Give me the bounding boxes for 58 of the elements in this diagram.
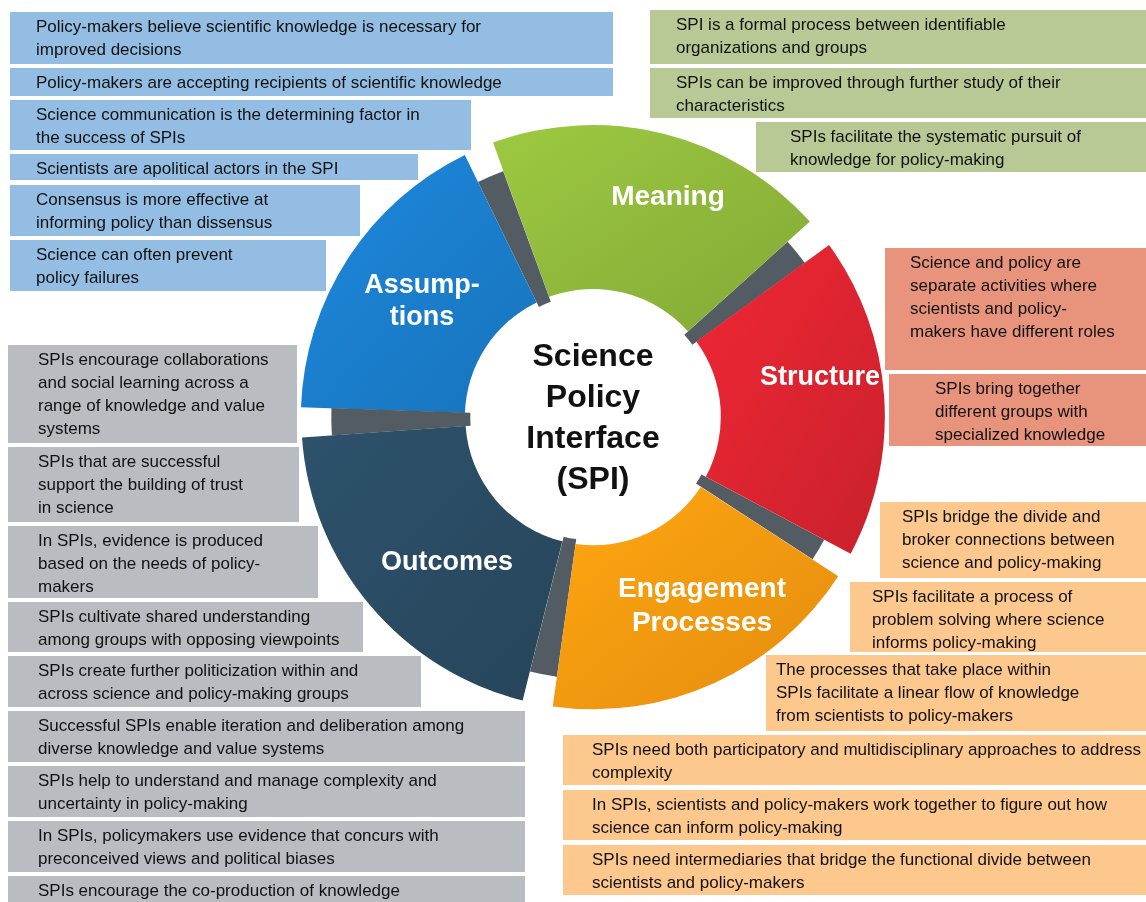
statement-text: In SPIs, evidence is produced based on the needs of policy-makers xyxy=(38,530,264,598)
statement-panel xyxy=(10,12,613,64)
statement-text: Science and policy are separate activities where scientists and policy-makers have different roles xyxy=(910,252,1116,343)
statement-text: SPI is a formal process between identifiable organizations and groups xyxy=(676,14,1007,59)
statement-panel xyxy=(766,655,1146,731)
statement-text: SPIs encourage the co-production of knowledge xyxy=(38,880,401,902)
statement-panel xyxy=(8,526,319,598)
statement-text: Policy-makers are accepting recipients of scientific knowledge xyxy=(36,72,503,94)
hub-title: Science Policy Interface (SPI) xyxy=(525,336,661,498)
statement-text: Scientists are apolitical actors in the SPI xyxy=(36,158,340,180)
statement-text: Science can often prevent policy failures xyxy=(36,244,234,289)
statement-text: Consensus is more effective at informing policy than dissensus xyxy=(36,189,274,234)
statement-panel xyxy=(8,821,525,872)
statement-text: In SPIs, policymakers use evidence that concurs with preconceived views and political biases xyxy=(38,825,440,870)
statement-panel xyxy=(8,447,299,522)
statement-panel xyxy=(8,766,525,817)
statement-text: SPIs need intermediaries that bridge the functional divide between scientists and policy-makers xyxy=(592,849,1092,894)
statement-text: SPIs facilitate the systematic pursuit of knowledge for policy-making xyxy=(790,126,1082,171)
statement-text: Science communication is the determining factor in the success of SPIs xyxy=(36,104,421,149)
statement-text: SPIs encourage collaborations and social learning across a range of knowledge and value systems xyxy=(38,349,270,440)
statement-text: SPIs facilitate a process of problem solving where science informs policy-making xyxy=(872,586,1106,654)
statement-panel xyxy=(880,502,1146,578)
statement-panel xyxy=(10,185,360,236)
statement-text: SPIs cultivate shared understanding among groups with opposing viewpoints xyxy=(38,606,341,651)
segment-label: Meaning xyxy=(610,179,726,213)
statement-text: SPIs create further politicization within and across science and policy-making groups xyxy=(38,660,360,705)
statement-panel xyxy=(563,845,1146,895)
statement-text: Successful SPIs enable iteration and deliberation among diverse knowledge and value systems xyxy=(38,715,466,760)
statement-text: In SPIs, scientists and policy-makers work together to figure out how science can inform policy-making xyxy=(592,794,1108,839)
statement-text: SPIs can be improved through further study of their characteristics xyxy=(676,72,1062,117)
statement-panel xyxy=(650,10,1146,64)
statement-text: SPIs bridge the divide and broker connections between science and policy-making xyxy=(902,506,1116,574)
statement-panel xyxy=(755,122,1146,172)
statement-panel xyxy=(8,345,297,443)
statement-text: SPIs help to understand and manage complexity and uncertainty in policy-making xyxy=(38,770,438,815)
statement-panel xyxy=(8,656,422,707)
segment-label: Engagement Processes xyxy=(616,571,787,639)
statement-panel xyxy=(885,248,1146,370)
statement-panel xyxy=(8,876,525,902)
statement-text: The processes that take place within SPIs facilitate a linear flow of knowledge from scientists to policy-makers xyxy=(776,659,1081,727)
statement-text: SPIs bring together different groups with specialized knowledge xyxy=(935,378,1107,446)
statement-panel xyxy=(10,68,613,96)
statement-panel xyxy=(10,154,419,180)
statement-panel xyxy=(10,100,471,150)
statement-panel xyxy=(8,602,364,652)
segment-label: Assump- tions xyxy=(363,267,481,333)
statement-panel xyxy=(889,374,1146,446)
statement-panel xyxy=(650,68,1146,118)
statement-panel xyxy=(10,240,326,291)
statement-text: SPIs need both participatory and multidisciplinary approaches to address complexity xyxy=(592,739,1142,784)
statement-panel xyxy=(563,790,1146,840)
segment-label: Outcomes xyxy=(379,544,514,578)
statement-text: Policy-makers believe scientific knowledge is necessary for improved decisions xyxy=(36,16,482,61)
statement-panel xyxy=(850,582,1146,652)
statement-panel xyxy=(563,735,1146,785)
statement-text: SPIs that are successful support the building of trust in science xyxy=(38,451,245,519)
statement-panel xyxy=(8,711,525,762)
segment-label: Structure xyxy=(758,359,881,393)
